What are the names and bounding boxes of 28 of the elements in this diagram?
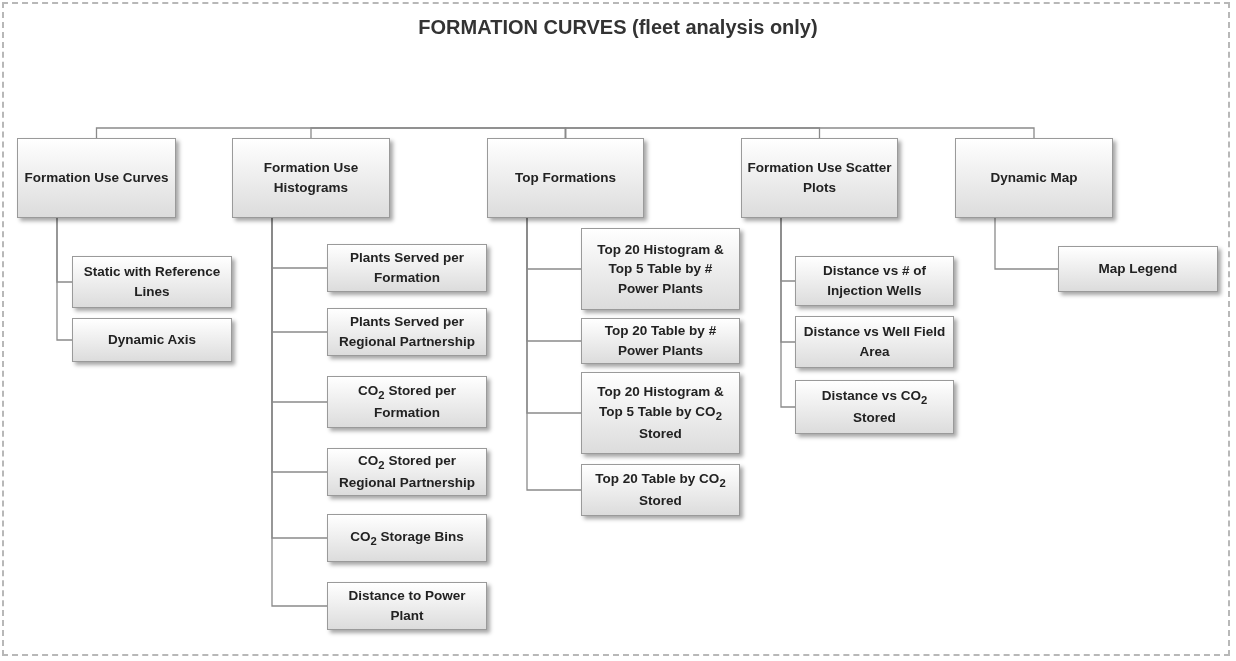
process-box: Top 20 Table by # Power Plants — [581, 318, 740, 364]
connector-line — [780, 217, 796, 408]
process-box: Top 20 Histogram & Top 5 Table by # Power Plants — [581, 228, 740, 310]
process-box: Formation Use Curves — [17, 138, 176, 218]
connector-line — [994, 217, 1059, 270]
connector-line — [526, 217, 582, 491]
process-box: Distance to Power Plant — [327, 582, 487, 630]
diagram-title: FORMATION CURVES (fleet analysis only) — [417, 16, 819, 39]
process-box: Distance vs # of Injection Wells — [795, 256, 954, 306]
process-box: Static with Reference Lines — [72, 256, 232, 308]
process-box: Top Formations — [487, 138, 644, 218]
process-box: Formation Use Scatter Plots — [741, 138, 898, 218]
process-box: Top 20 Histogram & Top 5 Table by CO$_{2}$ Stored — [581, 372, 740, 454]
process-box: Dynamic Map — [955, 138, 1113, 218]
process-box: Distance vs CO$_{2}$ Stored — [795, 380, 954, 434]
process-box: Dynamic Axis — [72, 318, 232, 362]
process-box: Distance vs Well Field Area — [795, 316, 954, 368]
process-box: Top 20 Table by CO$_{2}$ Stored — [581, 464, 740, 516]
process-box: CO$_{2}$ Stored per Formation — [327, 376, 487, 428]
process-box: Plants Served per Regional Partnership — [327, 308, 487, 356]
connector-line — [310, 127, 567, 139]
process-box: CO$_{2}$ Stored per Regional Partnership — [327, 448, 487, 496]
process-box: Formation Use Histograms — [232, 138, 390, 218]
process-box: CO$_{2}$ Storage Bins — [327, 514, 487, 562]
connector-line — [56, 217, 73, 341]
connector-line — [564, 127, 1035, 139]
process-box: Plants Served per Formation — [327, 244, 487, 292]
process-box: Map Legend — [1058, 246, 1218, 292]
